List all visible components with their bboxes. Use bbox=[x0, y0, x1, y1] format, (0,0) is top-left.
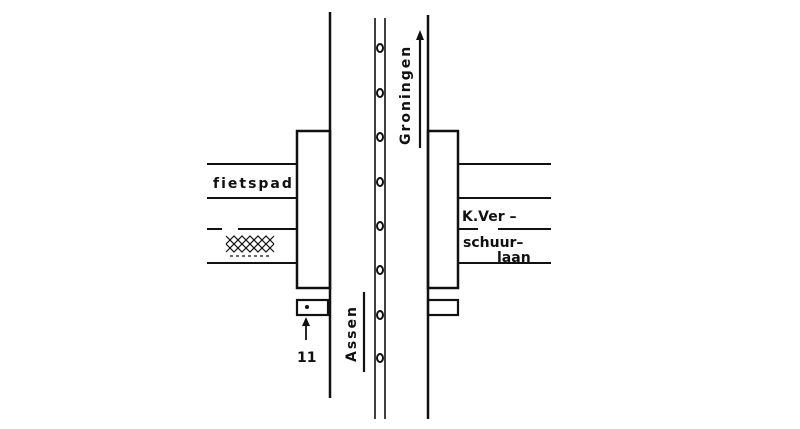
label-street-line1: K.Ver – bbox=[462, 209, 517, 225]
right-abutment bbox=[426, 129, 460, 290]
median-rail bbox=[374, 18, 386, 419]
marker-box bbox=[295, 298, 330, 317]
right-crossing-road bbox=[458, 163, 551, 264]
label-street-line2: schuur– bbox=[463, 235, 523, 251]
marker-arrow bbox=[302, 317, 310, 340]
marker-dot bbox=[305, 305, 309, 309]
hatched-area bbox=[225, 235, 275, 257]
left-crossing-road bbox=[207, 163, 297, 264]
label-street-line3: laan bbox=[497, 250, 531, 266]
label-fietspad: fietspad bbox=[213, 176, 294, 192]
label-groningen: Groningen bbox=[398, 45, 414, 145]
label-assen: Assen bbox=[344, 305, 360, 362]
label-point-number: 11 bbox=[297, 350, 316, 366]
right-small-box bbox=[426, 298, 460, 317]
direction-arrow-groningen bbox=[416, 30, 424, 148]
left-abutment bbox=[295, 129, 332, 290]
